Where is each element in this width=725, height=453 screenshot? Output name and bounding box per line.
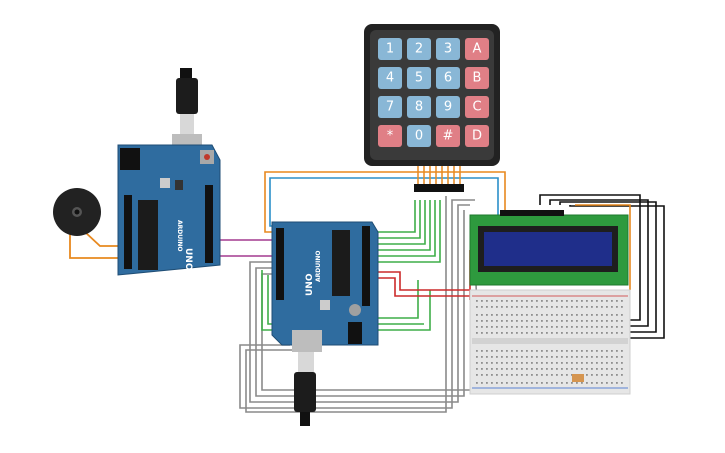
keypad-key-label: 5 (415, 71, 423, 86)
keypad-connector (414, 184, 464, 192)
keypad-key[interactable]: 0 (407, 125, 431, 147)
keypad-key[interactable]: 8 (407, 96, 431, 118)
keypad-key-label: B (473, 71, 482, 86)
board-label-right: UNO (305, 273, 315, 296)
keypad-key[interactable]: 2 (407, 38, 431, 60)
keypad-key-label: 7 (386, 100, 394, 115)
keypad-key-label: C (472, 100, 481, 115)
keypad-key-label: D (472, 129, 482, 144)
keypad-key[interactable]: 5 (407, 67, 431, 89)
keypad-key[interactable]: C (465, 96, 489, 118)
svg-text:ARDUINO: ARDUINO (176, 220, 183, 251)
keypad-key-label: A (473, 42, 482, 57)
keypad-key-label: 6 (444, 71, 452, 86)
keypad-key-label: 1 (386, 42, 394, 57)
arduino-left: UNO ARDUINO (117, 68, 221, 276)
breadboard (469, 289, 631, 395)
board-label-left: UNO (183, 248, 193, 271)
keypad-key[interactable]: 7 (378, 96, 402, 118)
keypad-key-label: 3 (444, 42, 452, 57)
potentiometer (572, 374, 584, 382)
arduino-right: UNO ARDUINO (271, 221, 379, 426)
keypad-key[interactable]: B (465, 67, 489, 89)
keypad-key-label: # (443, 129, 454, 144)
keypad-key-label: 8 (415, 100, 423, 115)
lcd-display (469, 210, 629, 286)
keypad-key[interactable]: * (378, 125, 402, 147)
keypad-key-label: 4 (386, 71, 394, 86)
keypad-key[interactable]: 4 (378, 67, 402, 89)
buzzer (53, 188, 101, 236)
svg-text:ARDUINO: ARDUINO (315, 251, 322, 282)
keypad-key[interactable]: 6 (436, 67, 460, 89)
keypad-key[interactable]: 3 (436, 38, 460, 60)
keypad-key-label: 9 (444, 100, 452, 115)
keypad-key[interactable]: A (465, 38, 489, 60)
keypad-key-label: 0 (415, 129, 423, 144)
keypad-key-label: 2 (415, 42, 423, 57)
keypad: 1 2 3 A 4 5 6 B 7 8 9 C * 0 # D (364, 24, 500, 192)
keypad-key[interactable]: 1 (378, 38, 402, 60)
keypad-key[interactable]: # (436, 125, 460, 147)
keypad-key[interactable]: 9 (436, 96, 460, 118)
keypad-key[interactable]: D (465, 125, 489, 147)
keypad-key-label: * (387, 129, 394, 144)
